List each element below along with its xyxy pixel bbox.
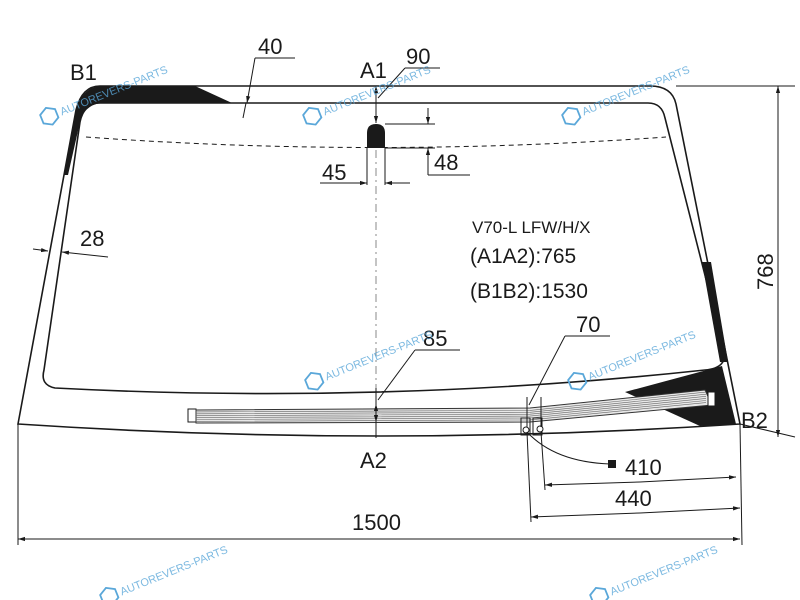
connector-terminal bbox=[536, 425, 544, 433]
dim-top-band: 40 bbox=[258, 34, 282, 59]
watermark-logo-icon bbox=[304, 371, 325, 391]
watermark-text: AUTOREVERS-PARTS bbox=[324, 329, 435, 383]
dim-sensor-height: 48 bbox=[434, 150, 458, 175]
glass-outer-edge bbox=[17, 85, 741, 437]
glass-b1b2: (B1B2):1530 bbox=[470, 280, 588, 303]
watermark-logo-icon bbox=[99, 586, 120, 600]
watermark: AUTOREVERS-PARTS bbox=[99, 544, 230, 600]
dim-bottom-band: 85 bbox=[423, 326, 447, 351]
heating-grid bbox=[187, 389, 716, 424]
point-b2: B2 bbox=[741, 408, 768, 433]
dim-connector-440: 440 bbox=[615, 486, 652, 511]
point-a1: A1 bbox=[360, 58, 387, 83]
watermark: AUTOREVERS-PARTS bbox=[589, 544, 720, 600]
point-a2: A2 bbox=[360, 448, 387, 473]
watermark-text: AUTOREVERS-PARTS bbox=[581, 64, 692, 118]
watermark-text: AUTOREVERS-PARTS bbox=[609, 544, 720, 598]
sensor-area bbox=[367, 124, 385, 148]
watermark-text: AUTOREVERS-PARTS bbox=[587, 329, 698, 383]
glass-inner-edge bbox=[42, 102, 726, 395]
heating-line bbox=[195, 391, 707, 413]
watermark-logo-icon bbox=[561, 106, 582, 126]
watermark-logo-icon bbox=[589, 586, 610, 600]
watermark: AUTOREVERS-PARTS bbox=[304, 329, 435, 391]
watermark-logo-icon bbox=[567, 371, 588, 391]
glass-a1a2: (A1A2):765 bbox=[470, 245, 576, 268]
dim-connector-410: 410 bbox=[625, 455, 662, 480]
point-b1: B1 bbox=[70, 60, 97, 85]
dim-connector-spacing: 70 bbox=[576, 312, 600, 337]
dim-sensor-width: 45 bbox=[322, 160, 346, 185]
connector-terminal bbox=[522, 426, 530, 434]
heating-line bbox=[195, 393, 707, 415]
heating-line bbox=[195, 396, 707, 416]
wire-plug bbox=[608, 460, 616, 468]
dim-height: 768 bbox=[753, 253, 778, 290]
watermark-text: AUTOREVERS-PARTS bbox=[119, 544, 230, 598]
watermark: AUTOREVERS-PARTS bbox=[561, 64, 692, 126]
dim-a1-offset: 90 bbox=[406, 44, 430, 69]
dim-width: 1500 bbox=[352, 510, 401, 535]
dim-side-band: 28 bbox=[80, 226, 104, 251]
glass-model: V70-L LFW/H/X bbox=[472, 218, 590, 237]
watermark-logo-icon bbox=[39, 106, 60, 126]
watermark-logo-icon bbox=[302, 106, 323, 126]
heating-line bbox=[195, 398, 707, 418]
